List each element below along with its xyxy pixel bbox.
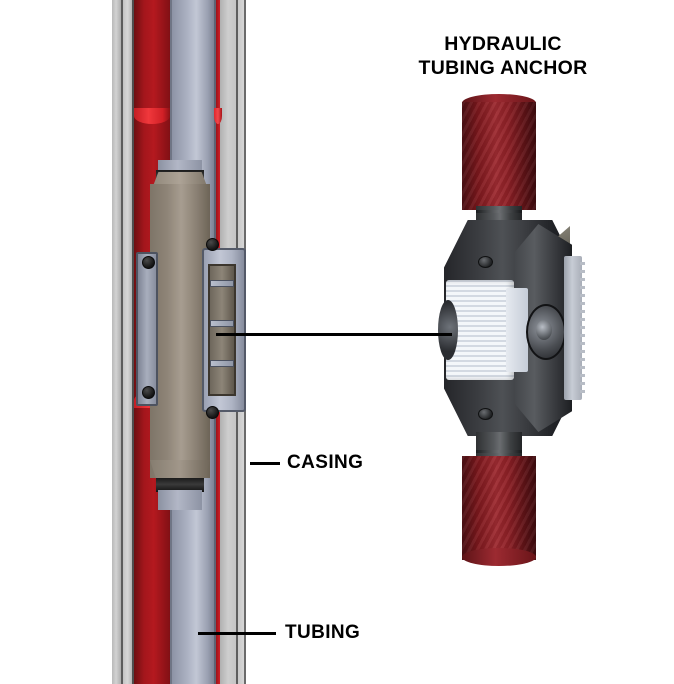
upper-pin-end-connection	[462, 102, 536, 210]
tool-mandrel-body	[150, 184, 210, 478]
hydraulic-tubing-anchor-product-view	[438, 92, 585, 566]
expander-cone-hub	[536, 320, 552, 340]
slip-teeth	[210, 280, 234, 287]
tool-lower-neck	[158, 490, 202, 510]
slip-teeth	[210, 360, 234, 367]
leader-line-slip-link	[216, 333, 452, 336]
body-set-screw-upper	[478, 256, 493, 268]
body-left-cavity-shadow	[438, 300, 458, 360]
wellbore-cutaway-cross-section	[112, 0, 246, 684]
slip-teeth	[210, 320, 234, 327]
slip-retaining-bolt-upper	[206, 238, 219, 251]
page-title: HYDRAULIC TUBING ANCHOR	[378, 32, 628, 80]
slip-segment-left	[136, 252, 158, 406]
body-set-screw-lower	[478, 408, 493, 420]
lower-box-end-cap	[462, 548, 536, 566]
drag-block-slip-element-inner	[506, 288, 528, 372]
lower-stem-neck	[476, 432, 522, 458]
tool-bottom-collar	[156, 478, 204, 492]
casing-outer-wall-left	[112, 0, 121, 684]
slip-pin-left-lower	[142, 386, 155, 399]
leader-line-casing	[250, 462, 280, 465]
lower-box-end-connection	[462, 456, 536, 560]
tubing-anchor-set-in-casing	[136, 160, 246, 510]
label-casing: CASING	[287, 452, 364, 473]
title-line-2: TUBING ANCHOR	[418, 57, 588, 80]
casing-wall-divider-left	[121, 0, 123, 684]
label-tubing: TUBING	[285, 622, 361, 643]
lower-stem-ring	[476, 450, 522, 453]
casing-bore-edge-left	[132, 0, 134, 684]
upper-stem-ring	[476, 210, 522, 213]
title-line-1: HYDRAULIC	[444, 33, 562, 55]
tubing-collar-upper	[134, 108, 170, 124]
leader-line-tubing	[198, 632, 276, 635]
slip-retaining-bolt-lower	[206, 406, 219, 419]
casing-inner-wall-left	[123, 0, 132, 684]
tubing-collar-upper-right	[214, 108, 222, 124]
slip-pin-left-upper	[142, 256, 155, 269]
serrated-slip-rail	[564, 256, 585, 400]
